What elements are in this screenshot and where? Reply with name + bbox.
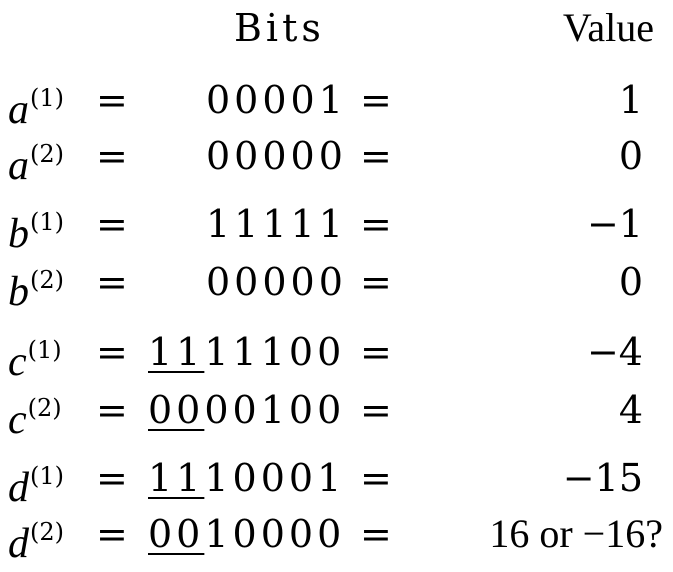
- underlined-bits: 00: [148, 388, 205, 432]
- equals-sign: =: [360, 330, 392, 374]
- row-value: −4: [586, 330, 643, 374]
- equals-sign: =: [96, 78, 128, 122]
- equals-sign: =: [96, 512, 128, 556]
- remaining-bits: 11111: [206, 202, 347, 246]
- equals-sign: =: [96, 388, 128, 432]
- table-row: d(1) = 1110001 = −15: [0, 450, 673, 511]
- value-header: Value: [562, 5, 654, 50]
- row-value: 0: [618, 134, 643, 178]
- bit-string: 00001: [206, 72, 347, 128]
- row-value: 0: [618, 260, 643, 304]
- remaining-bits: 00000: [206, 260, 347, 304]
- remaining-bits: 10000: [204, 512, 346, 556]
- equals-sign: =: [96, 330, 128, 374]
- remaining-bits: 10001: [204, 456, 346, 500]
- equals-sign: =: [360, 202, 392, 246]
- bit-string: 1110001: [148, 450, 345, 506]
- remaining-bits: 11100: [204, 330, 346, 374]
- equals-sign: =: [96, 260, 128, 304]
- bit-string: 1111100: [148, 324, 345, 380]
- equals-sign: =: [96, 456, 128, 500]
- row-value: 16 or −16?: [489, 511, 663, 556]
- variable-name: c(1): [8, 336, 62, 385]
- remaining-bits: 00000: [206, 134, 347, 178]
- row-value: −1: [586, 202, 643, 246]
- variable-name: d(2): [8, 518, 64, 567]
- table-row: a(1) = 00001 = 1: [0, 72, 673, 133]
- bit-string: 00000: [206, 128, 347, 184]
- table-row: b(2) = 00000 = 0: [0, 254, 673, 315]
- table-row: a(2) = 00000 = 0: [0, 128, 673, 189]
- table-row: c(1) = 1111100 = −4: [0, 324, 673, 385]
- variable-name: a(2): [8, 140, 64, 189]
- underlined-bits: 00: [148, 512, 205, 556]
- variable-name: c(2): [8, 394, 62, 443]
- remaining-bits: 00100: [204, 388, 346, 432]
- variable-name: a(1): [8, 84, 64, 133]
- variable-name: b(1): [8, 208, 64, 257]
- bits-header: Bits: [234, 6, 325, 50]
- equals-sign: =: [360, 260, 392, 304]
- bit-string: 0010000: [148, 506, 345, 562]
- row-value: 1: [618, 78, 643, 122]
- equals-sign: =: [360, 134, 392, 178]
- equals-sign: =: [360, 456, 392, 500]
- table-row: d(2) = 0010000 = 16 or −16?: [0, 506, 673, 567]
- underlined-bits: 11: [148, 330, 205, 374]
- equals-sign: =: [96, 134, 128, 178]
- remaining-bits: 00001: [206, 78, 347, 122]
- bit-string: 00000: [206, 254, 347, 310]
- bit-string: 0000100: [148, 382, 345, 438]
- table-row: c(2) = 0000100 = 4: [0, 382, 673, 443]
- variable-name: d(1): [8, 462, 64, 511]
- underlined-bits: 11: [148, 456, 205, 500]
- row-value: 4: [618, 388, 643, 432]
- bit-string: 11111: [206, 196, 347, 252]
- equals-sign: =: [360, 78, 392, 122]
- table-row: b(1) = 11111 = −1: [0, 196, 673, 257]
- equals-sign: =: [360, 388, 392, 432]
- equals-sign: =: [360, 512, 392, 556]
- row-value: −15: [562, 456, 643, 500]
- equals-sign: =: [96, 202, 128, 246]
- variable-name: b(2): [8, 266, 64, 315]
